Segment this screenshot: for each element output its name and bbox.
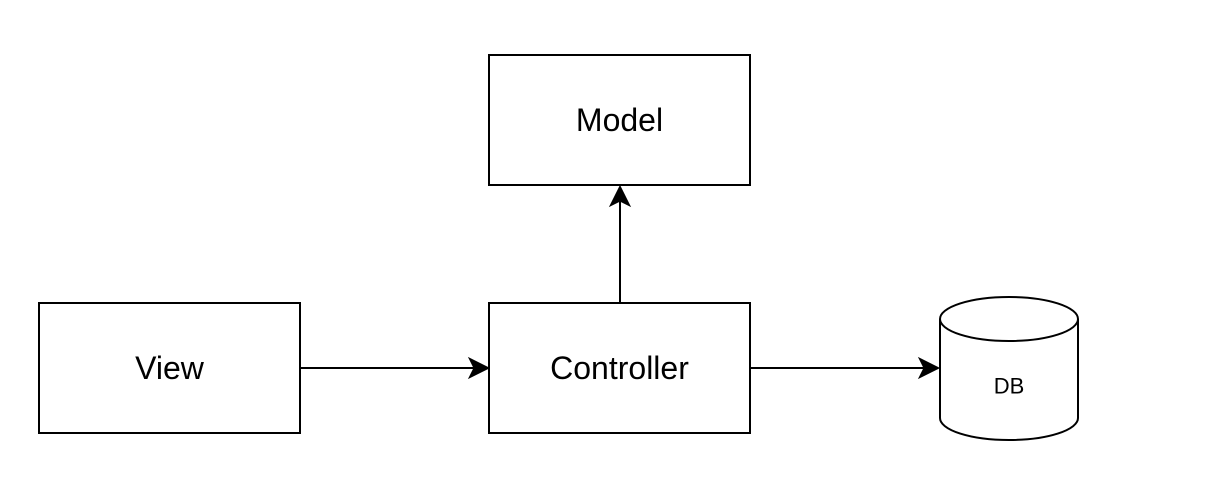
arrowhead-up [608, 184, 632, 208]
node-controller[interactable]: Controller [488, 302, 751, 434]
db-label: DB [994, 374, 1025, 399]
view-box [38, 302, 301, 434]
edge-controller-to-db [751, 356, 941, 380]
arrowhead-right [467, 356, 491, 380]
node-view[interactable]: View [38, 302, 301, 434]
node-model[interactable]: Model [488, 54, 751, 186]
db-cylinder-top [939, 296, 1079, 342]
model-label: Model [576, 102, 663, 138]
edge-view-to-controller [301, 356, 491, 380]
view-label: View [135, 350, 205, 386]
edge-controller-to-model [608, 184, 632, 302]
db-cylinder-body [939, 319, 1079, 441]
node-db[interactable]: DB [939, 296, 1079, 441]
controller-label: Controller [550, 350, 689, 386]
controller-box [488, 302, 751, 434]
arrowhead-right [917, 356, 941, 380]
model-box [488, 54, 751, 186]
